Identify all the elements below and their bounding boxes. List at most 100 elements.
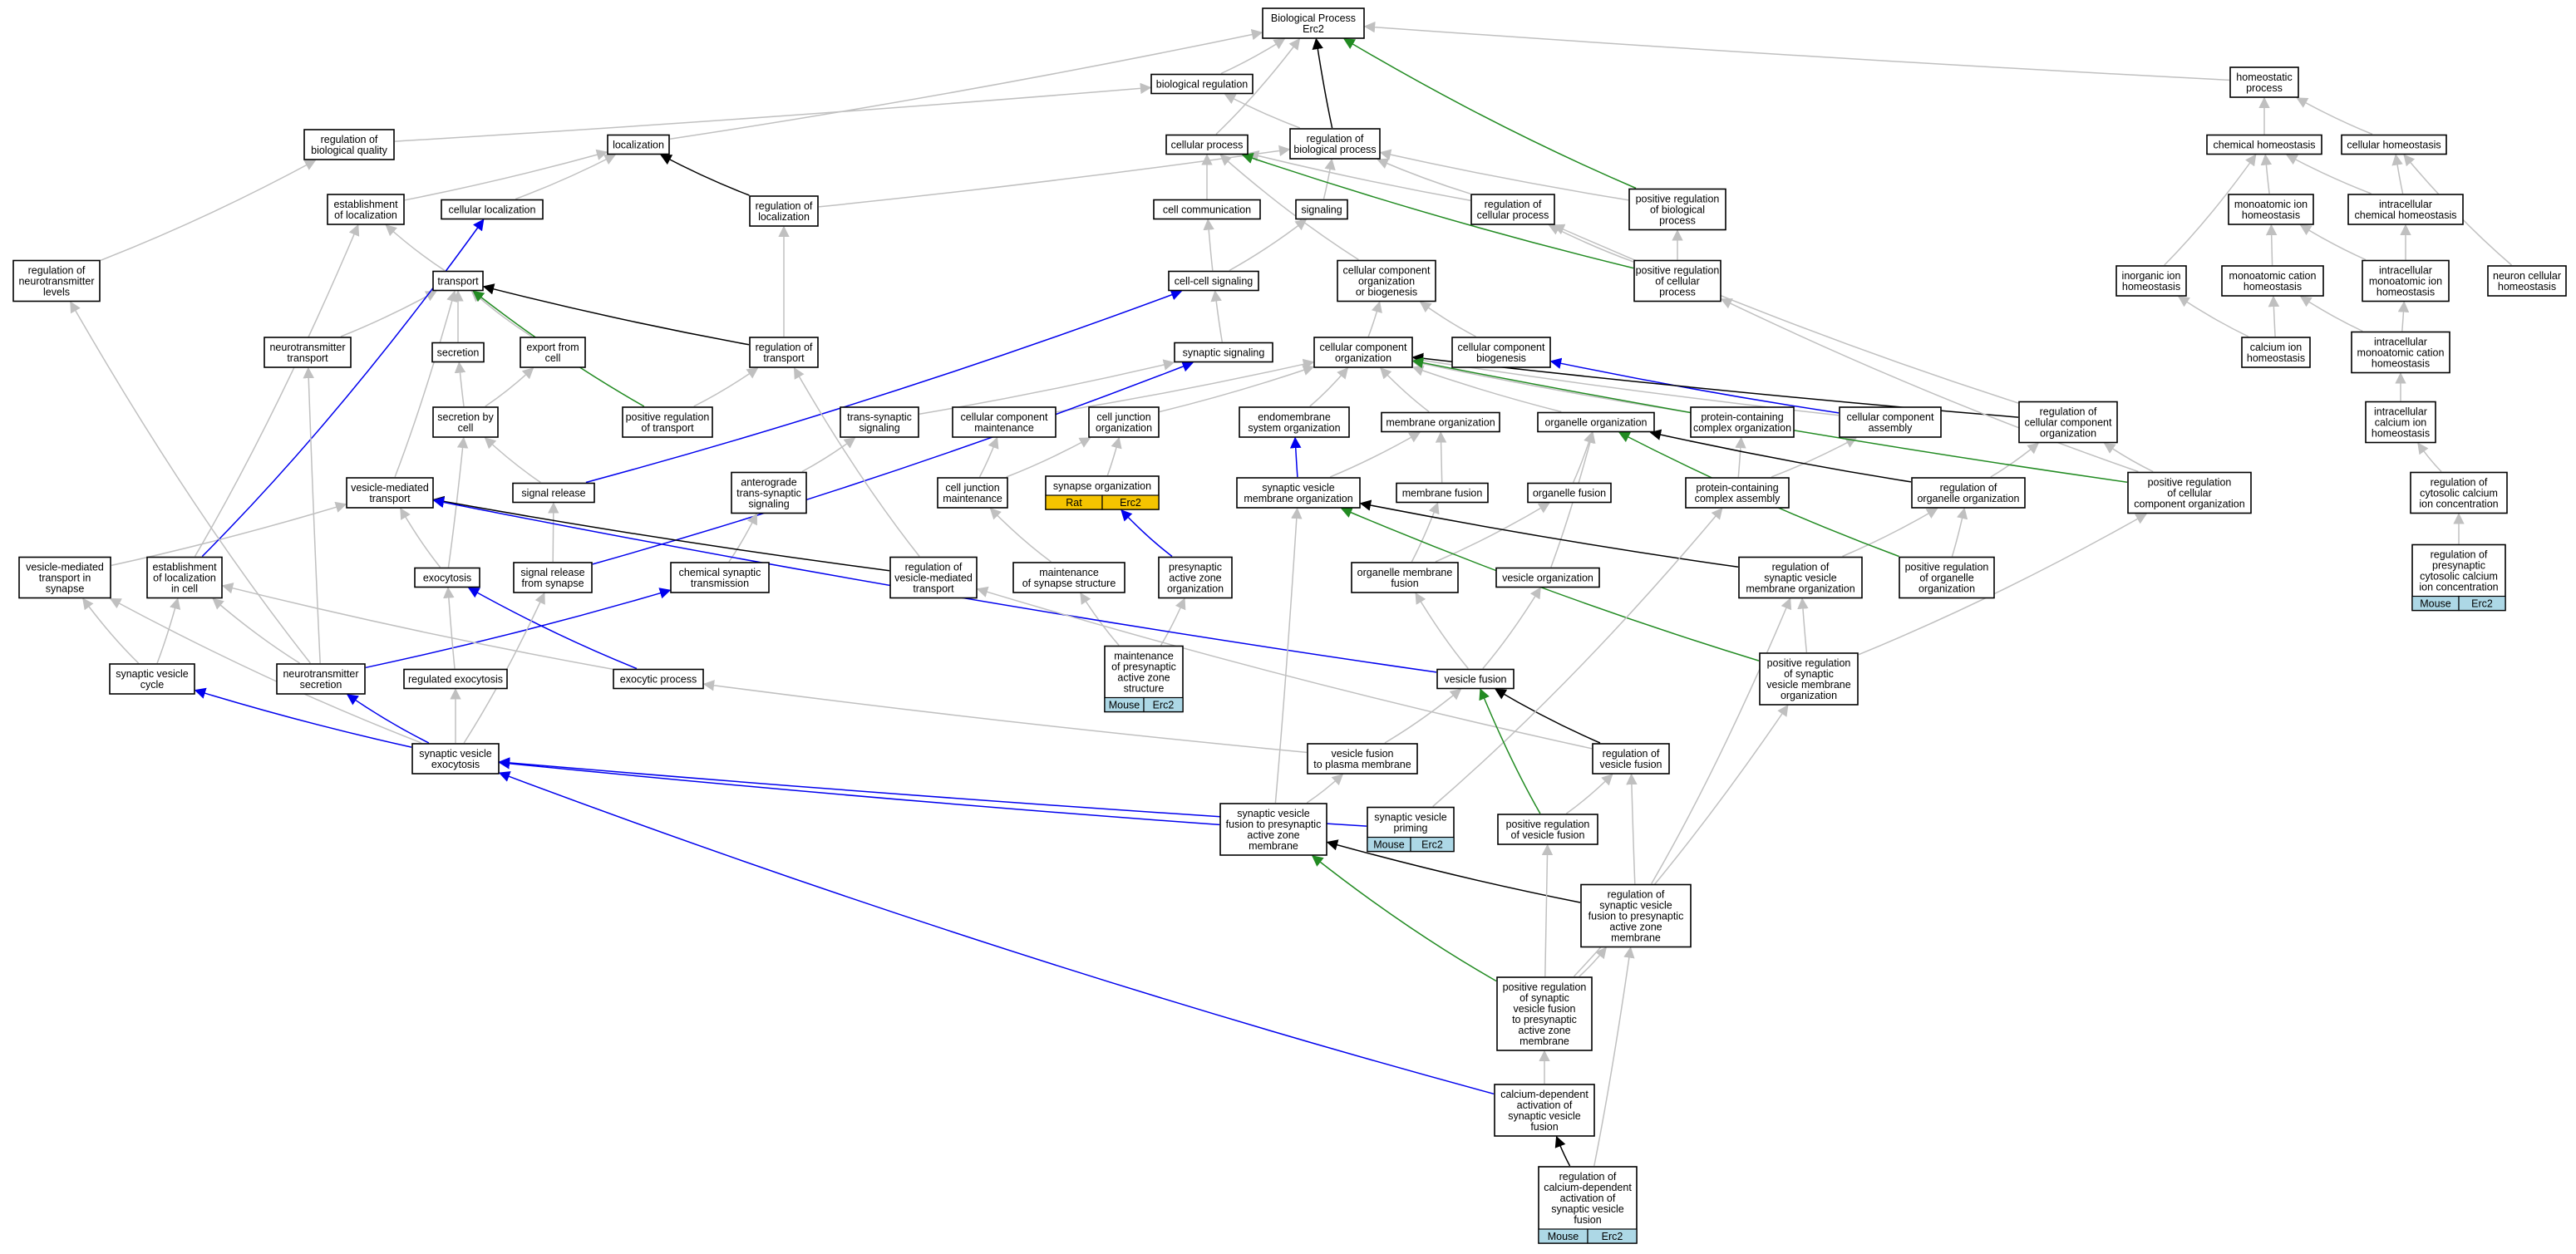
go-term-node-synsig[interactable]: synaptic signaling — [1174, 342, 1273, 363]
node-box — [670, 562, 770, 593]
edge-posregcp-to-regcp — [1548, 224, 1634, 263]
node-box — [109, 663, 195, 695]
go-term-node-organelleorg[interactable]: organelle organization — [1537, 411, 1655, 433]
go-term-node-vesorg[interactable]: vesicle organization — [1495, 567, 1600, 588]
go-term-node-cellloc[interactable]: cellular localization — [441, 199, 544, 220]
edge-secbycell-to-secretion — [454, 361, 466, 407]
go-term-node-chemhom[interactable]: chemical homeostasis — [2206, 134, 2322, 155]
edge-posregcco-to-regcco — [2103, 442, 2154, 473]
edge-ntsec-to-nttransport — [303, 366, 321, 664]
go-term-node-memorg[interactable]: membrane organization — [1381, 411, 1500, 433]
go-term-node-signaling[interactable]: signaling — [1295, 199, 1348, 220]
go-term-node-bioreg[interactable]: biological regulation — [1150, 73, 1254, 95]
go-term-node-vesfusion[interactable]: vesicle fusion — [1436, 668, 1515, 690]
node-box — [1153, 199, 1261, 220]
go-term-node-cellproc[interactable]: cellular process — [1165, 134, 1249, 155]
go-term-node-sigrelease[interactable]: signal release — [512, 482, 595, 504]
go-term-node-loc[interactable]: localization — [607, 134, 670, 155]
go-term-node-transport[interactable]: transport — [432, 270, 484, 292]
go-term-node-ccsig[interactable]: cell-cell signaling — [1168, 270, 1259, 292]
go-term-node-exoproc[interactable]: exocytic process — [613, 668, 704, 690]
go-term-node-orgfusion[interactable]: organelle fusion — [1527, 482, 1612, 504]
node-box — [840, 406, 919, 438]
go-term-node-cellcomm[interactable]: cell communication — [1153, 199, 1261, 220]
go-term-node-memfusion[interactable]: membrane fusion — [1396, 482, 1489, 504]
go-term-node-regexo[interactable]: regulated exocytosis — [403, 668, 508, 690]
go-term-node-exocytosis[interactable]: exocytosis — [414, 567, 480, 588]
node-box — [1911, 477, 2026, 509]
go-term-node-secretion[interactable]: secretion — [431, 342, 485, 363]
go-term-node-cellhom[interactable]: cellular homeostasis — [2341, 134, 2447, 155]
